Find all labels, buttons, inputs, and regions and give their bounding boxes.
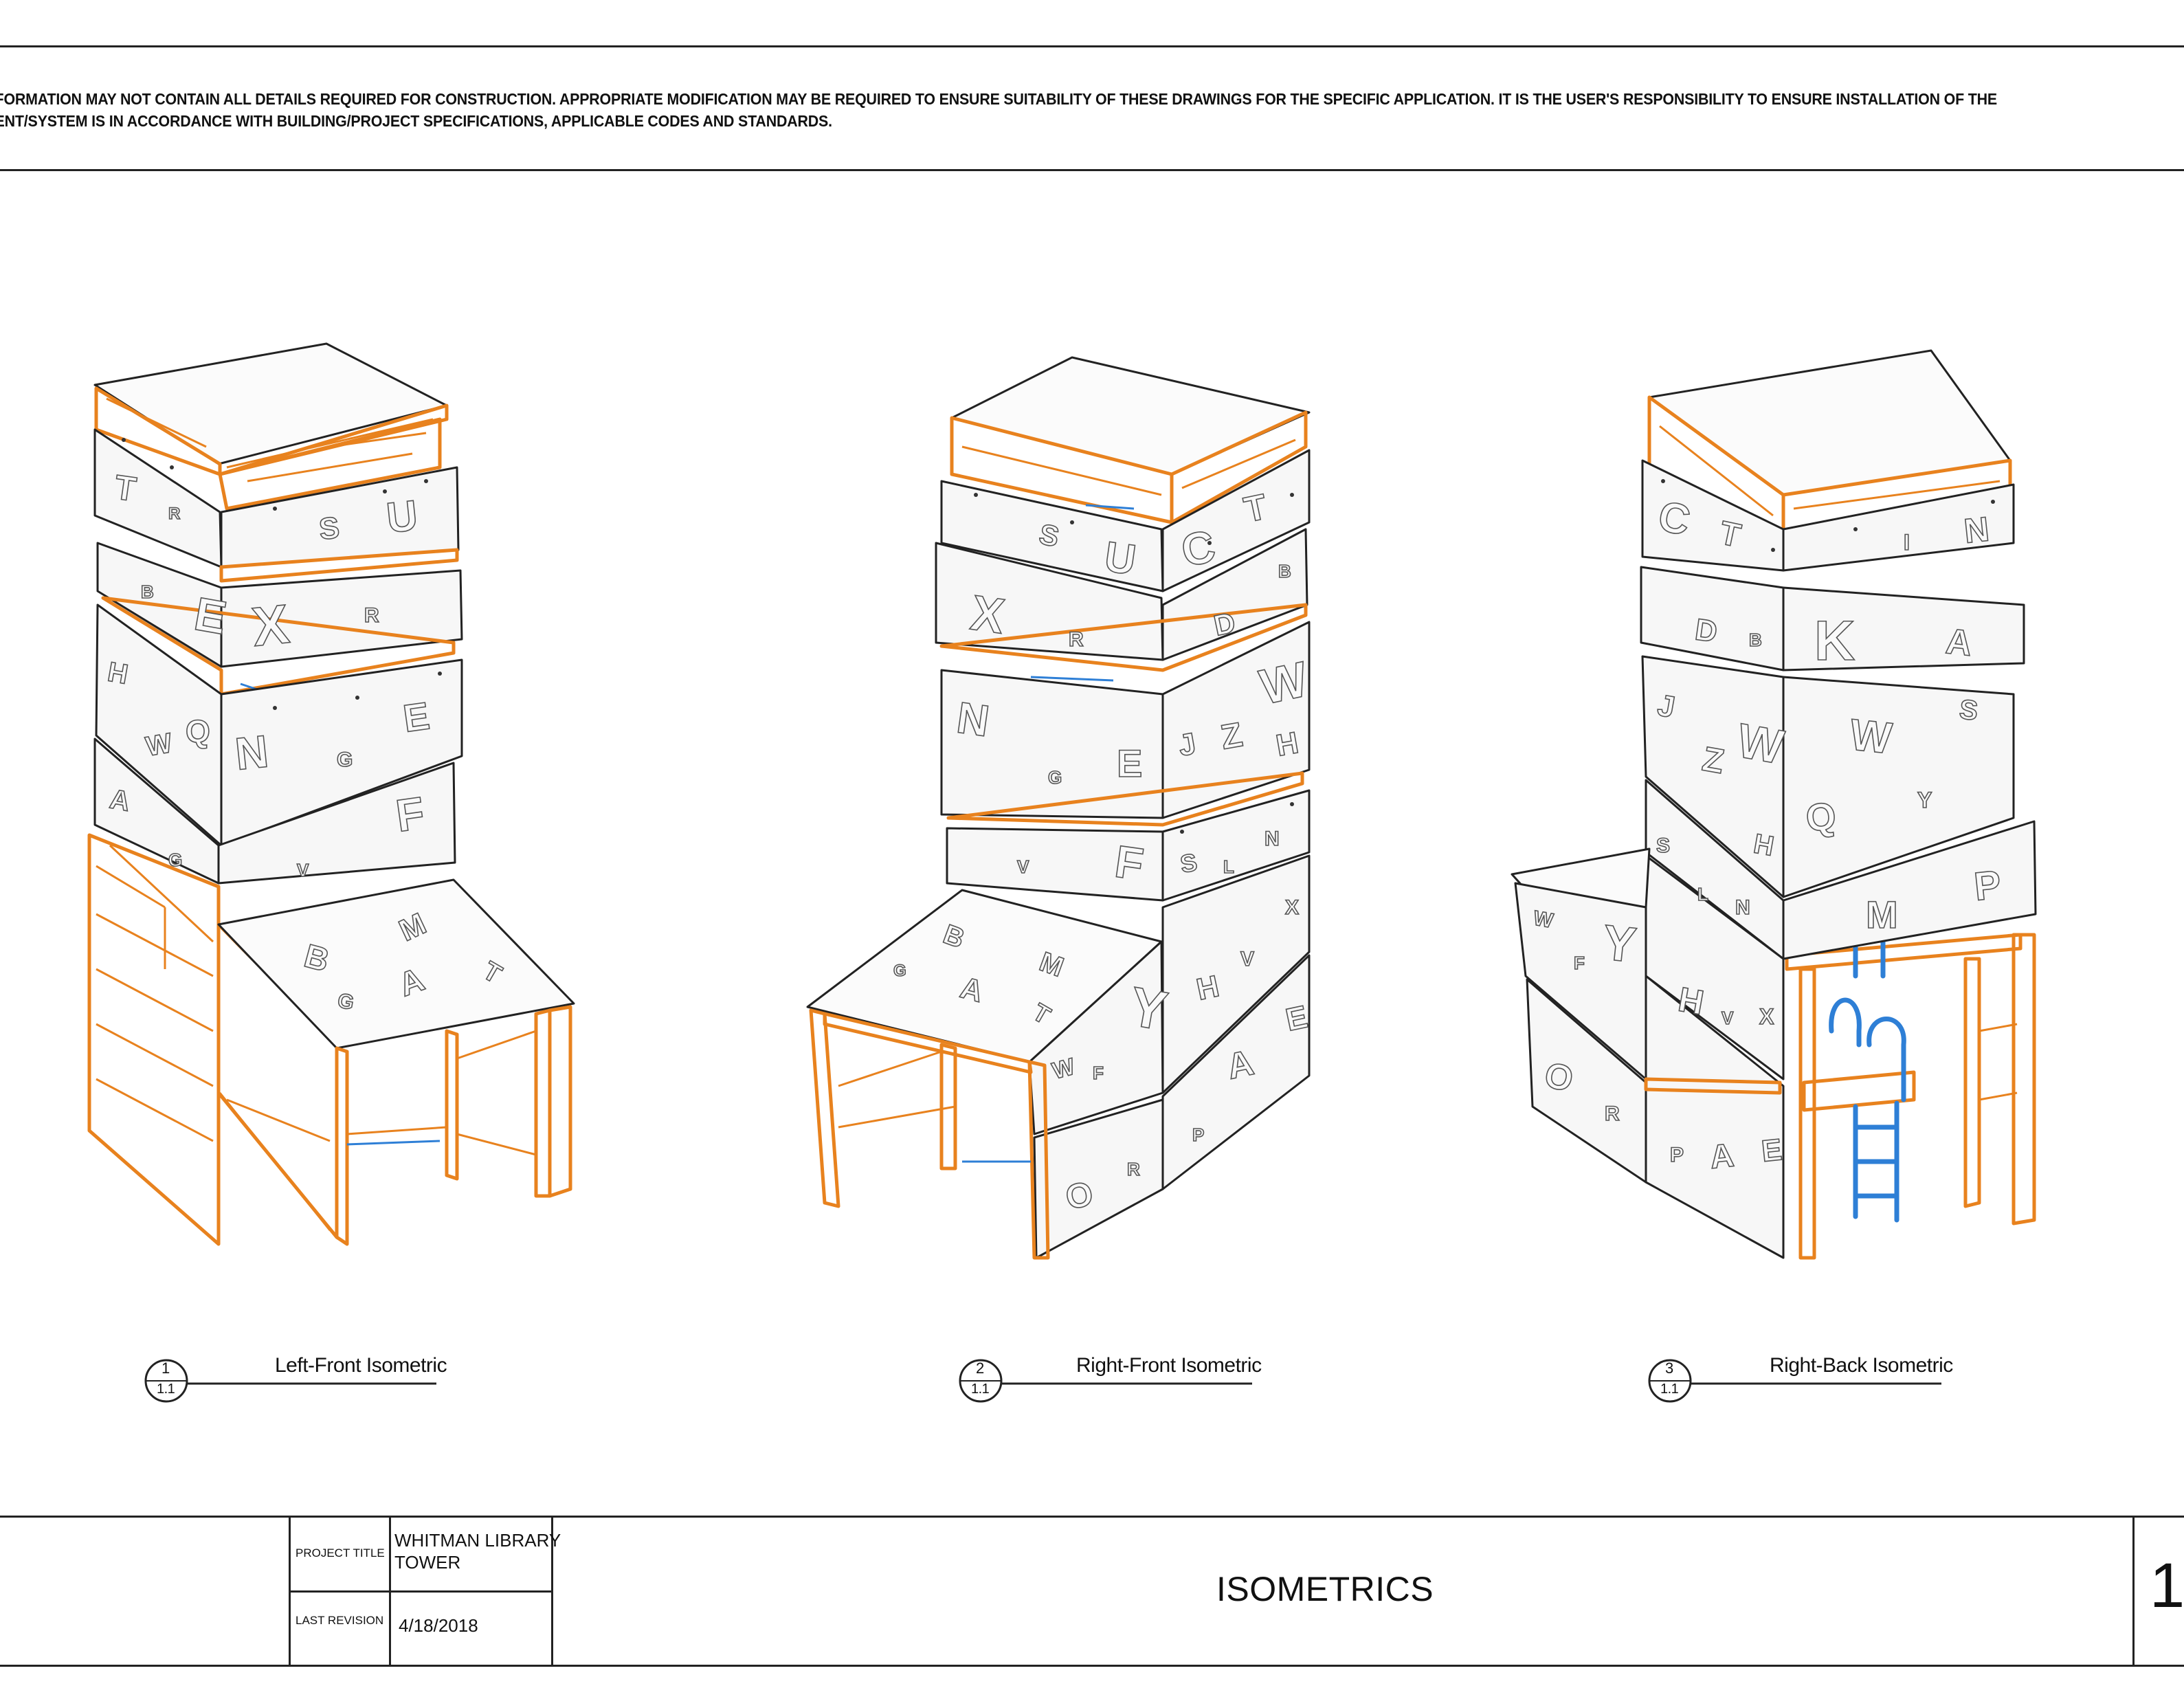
svg-text:R: R (1605, 1102, 1620, 1125)
svg-text:Y: Y (1917, 788, 1932, 812)
svg-text:E: E (1117, 742, 1142, 785)
svg-text:W: W (1532, 907, 1555, 933)
last-revision-label: LAST REVISION (296, 1614, 384, 1627)
svg-text:A: A (1944, 621, 1974, 664)
svg-text:N: N (233, 725, 271, 779)
svg-text:V: V (1017, 856, 1029, 877)
title-block-bottom-rule (0, 1665, 2184, 1667)
svg-text:N: N (1735, 896, 1750, 919)
svg-text:R: R (1127, 1159, 1140, 1179)
title-block: PROJECT TITLE WHITMAN LIBRARY TOWER LAST… (0, 1516, 2184, 1667)
svg-text:U: U (384, 492, 420, 542)
svg-text:K: K (1814, 610, 1855, 672)
last-revision-date: 4/18/2018 (399, 1615, 478, 1636)
svg-text:L: L (1697, 884, 1708, 905)
disclaimer-line-2: ENT/SYSTEM IS IN ACCORDANCE WITH BUILDIN… (0, 112, 832, 130)
view-2-right-front-drawing: S U C T B X R D W N G E J Z H V F S L N … (806, 356, 1313, 1260)
svg-text:M: M (1866, 893, 1898, 936)
svg-text:G: G (168, 850, 182, 870)
svg-text:Z: Z (1700, 740, 1727, 781)
view-2-number: 2 (976, 1360, 984, 1377)
svg-text:B: B (1749, 630, 1762, 650)
svg-text:Y: Y (1600, 915, 1638, 973)
view-3-callout-symbol (1648, 1359, 1941, 1403)
svg-text:W: W (1733, 713, 1787, 774)
view-1-left-front-drawing: T R S U B E X R H W Q N G E A G V F B M … (87, 342, 575, 1246)
svg-text:E: E (401, 694, 432, 740)
view-1-sheet-ref: 1.1 (157, 1382, 175, 1397)
project-title-label: PROJECT TITLE (296, 1546, 385, 1560)
title-block-top-rule (0, 1516, 2184, 1518)
svg-text:B: B (1278, 561, 1291, 581)
svg-text:R: R (364, 604, 379, 627)
view-1-title: Left-Front Isometric (275, 1354, 447, 1377)
svg-text:P: P (1192, 1124, 1204, 1145)
svg-text:N: N (954, 693, 992, 746)
sheet-title: ISOMETRICS (1216, 1570, 1434, 1608)
svg-text:W: W (1256, 652, 1313, 715)
svg-text:V: V (297, 860, 309, 880)
svg-text:X: X (968, 586, 1008, 645)
svg-text:G: G (336, 989, 356, 1014)
sheet-number: 1 (2150, 1551, 2184, 1621)
svg-text:T: T (1240, 487, 1270, 530)
svg-text:X: X (249, 593, 291, 658)
view-2-sheet-ref: 1.1 (971, 1382, 990, 1397)
view-3-title: Right-Back Isometric (1770, 1354, 1953, 1377)
svg-text:Q: Q (1804, 794, 1838, 840)
view-1-number: 1 (161, 1360, 170, 1377)
svg-text:S: S (1958, 694, 1979, 727)
view-2-title: Right-Front Isometric (1076, 1354, 1262, 1377)
svg-text:A: A (1708, 1138, 1736, 1176)
svg-text:S: S (317, 511, 341, 546)
project-title-line-2: TOWER (394, 1552, 461, 1573)
svg-text:I: I (1904, 530, 1910, 555)
svg-text:X: X (1759, 1004, 1774, 1029)
svg-text:V: V (1240, 948, 1254, 971)
svg-text:P: P (1972, 862, 2003, 909)
svg-text:V: V (1721, 1008, 1734, 1028)
svg-text:N: N (1962, 509, 1991, 550)
view-1-callout-symbol (144, 1359, 436, 1403)
svg-text:Q: Q (186, 713, 210, 749)
svg-text:R: R (168, 504, 180, 523)
svg-text:W: W (144, 728, 175, 762)
header-bottom-rule (0, 169, 2184, 171)
header-top-rule (0, 45, 2184, 47)
svg-text:U: U (1102, 533, 1139, 585)
view-2-callout-symbol (959, 1359, 1252, 1403)
svg-text:D: D (1693, 612, 1719, 649)
svg-text:B: B (141, 581, 154, 602)
view-3-number: 3 (1665, 1360, 1673, 1377)
title-block-divider-4 (2132, 1516, 2135, 1667)
svg-text:G: G (893, 962, 906, 980)
svg-text:W: W (1848, 709, 1895, 763)
title-block-row-divider (289, 1590, 553, 1593)
project-title-line-1: WHITMAN LIBRARY (394, 1530, 561, 1551)
svg-text:X: X (1285, 896, 1299, 919)
svg-text:N: N (1264, 828, 1280, 850)
svg-text:F: F (1574, 953, 1585, 973)
svg-text:S: S (1656, 834, 1670, 857)
disclaimer-line-1: FORMATION MAY NOT CONTAIN ALL DETAILS RE… (0, 90, 1997, 108)
disclaimer-note: FORMATION MAY NOT CONTAIN ALL DETAILS RE… (0, 88, 2031, 132)
svg-text:L: L (1223, 856, 1234, 877)
svg-text:G: G (1048, 767, 1062, 788)
view-3-right-back-drawing: C T I N D B K A J Z W W S Q Y H S L N M … (1511, 349, 2037, 1260)
svg-text:R: R (1069, 628, 1084, 651)
svg-text:E: E (1760, 1133, 1783, 1168)
svg-text:F: F (1093, 1063, 1104, 1083)
svg-text:P: P (1670, 1144, 1684, 1166)
svg-text:G: G (337, 748, 353, 771)
view-3-sheet-ref: 1.1 (1660, 1382, 1679, 1397)
